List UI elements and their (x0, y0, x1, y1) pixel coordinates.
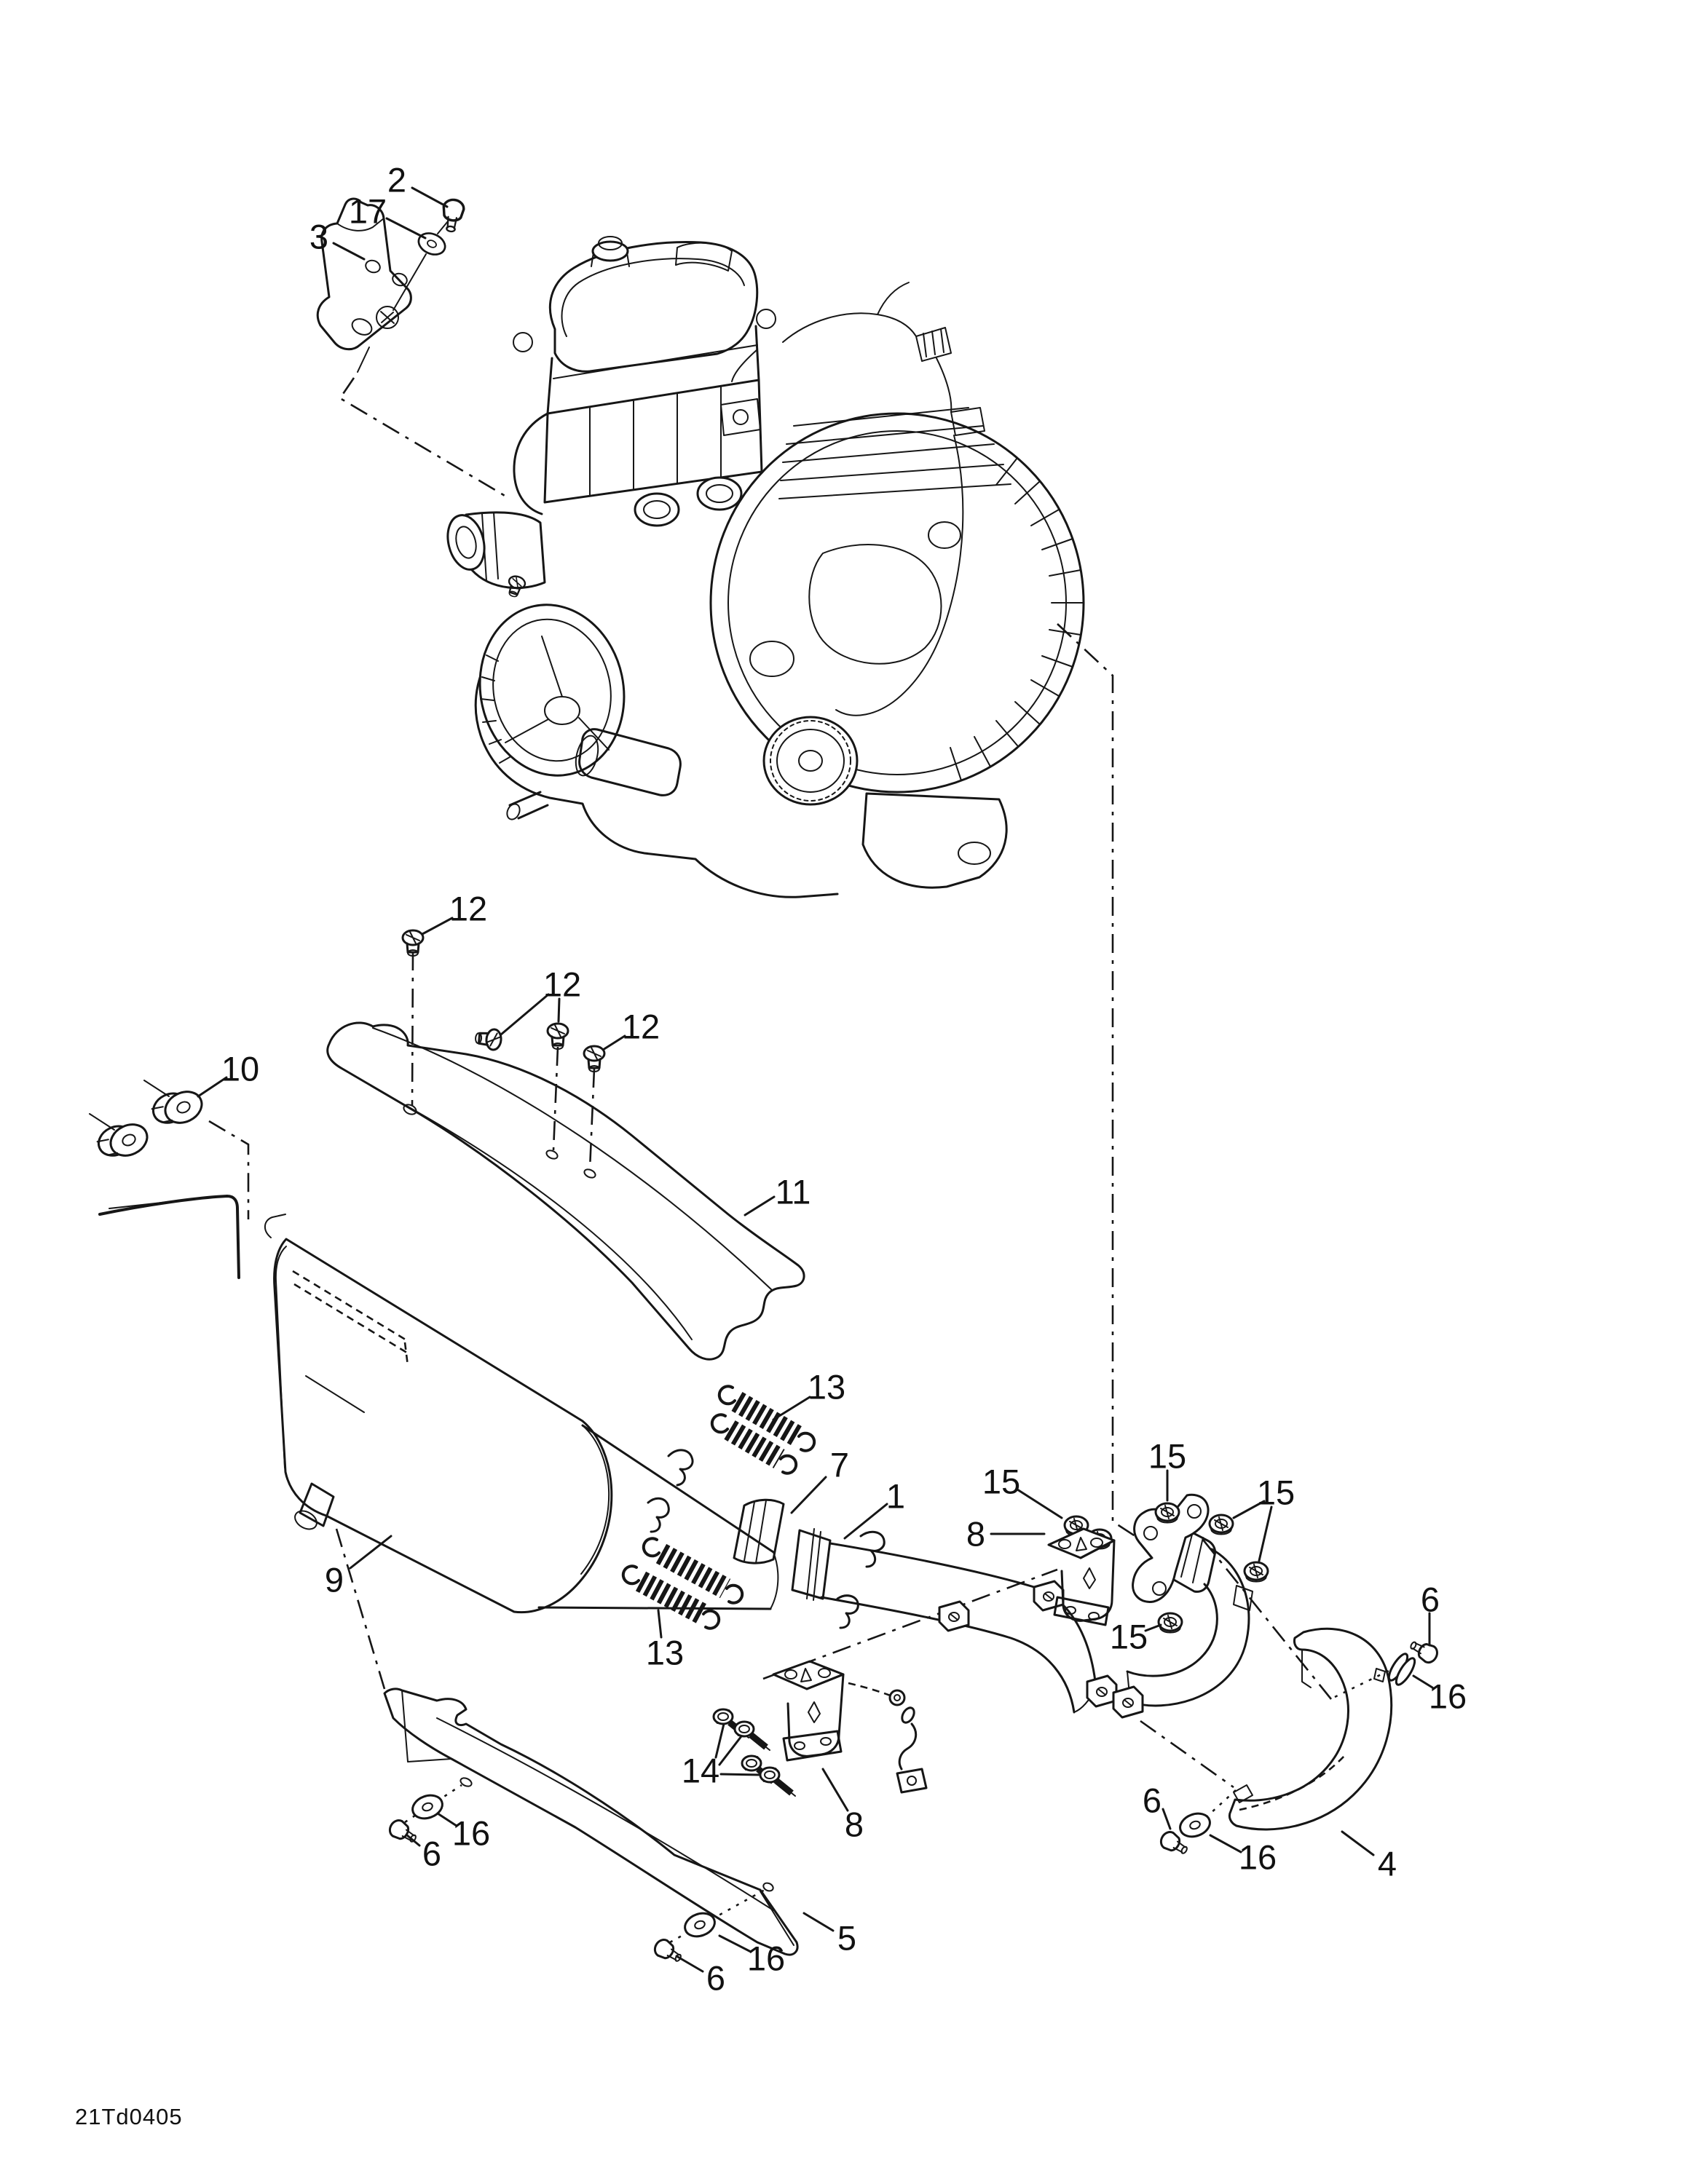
leader-11 (744, 1195, 776, 1216)
callout-6bl: 6 (1143, 1781, 1162, 1820)
callout-16r: 16 (1429, 1677, 1467, 1716)
leader-16bl (1209, 1834, 1242, 1853)
callout-11: 11 (776, 1173, 811, 1211)
part-heat-shield-curved (1228, 1627, 1393, 1831)
callout-16a: 16 (452, 1814, 490, 1853)
part-heat-shield-upper (326, 929, 805, 1361)
callout-10: 10 (221, 1050, 259, 1088)
grommet-10a (147, 1080, 208, 1135)
part-header-pipe (1086, 1493, 1253, 1719)
leader-4 (1341, 1830, 1375, 1856)
leader-15d (1144, 1623, 1162, 1632)
callout-6r: 6 (1421, 1580, 1440, 1619)
leader-15c (1258, 1506, 1273, 1562)
leader-17 (385, 217, 427, 240)
bolt-2 (439, 197, 466, 234)
leader-8l (821, 1768, 849, 1812)
leader-14 (714, 1722, 725, 1759)
callout-6a: 6 (422, 1835, 441, 1873)
callout-15a: 15 (982, 1463, 1020, 1501)
callout-15d: 15 (1110, 1618, 1148, 1656)
leader-15c (1232, 1500, 1266, 1519)
callout-14: 14 (682, 1752, 719, 1790)
screw-12b (546, 1022, 569, 1051)
callout-12b: 12 (543, 965, 581, 1004)
leader-13l (657, 1609, 663, 1639)
callout-1: 1 (886, 1477, 905, 1516)
callout-16b: 16 (747, 1939, 785, 1978)
part-springs (621, 1385, 816, 1630)
part-engine (446, 236, 1085, 898)
callout-16bl: 16 (1239, 1838, 1277, 1877)
washer-16a (408, 1790, 447, 1824)
callout-12c: 12 (622, 1008, 660, 1046)
leader-14 (718, 1735, 743, 1766)
leader-3 (332, 242, 366, 261)
leader-16r (1412, 1674, 1434, 1689)
callout-4: 4 (1378, 1845, 1397, 1883)
screw-12b-side (473, 1026, 503, 1052)
leader-6bl (1162, 1808, 1172, 1830)
screw-6b (650, 1936, 686, 1968)
callout-13u: 13 (808, 1368, 845, 1406)
part-muffler (89, 1080, 779, 1614)
leader-15a (1016, 1488, 1063, 1519)
callout-12a: 12 (449, 890, 487, 928)
part-bracket-lower (772, 1660, 928, 1794)
washer-17 (414, 228, 450, 260)
leader-14 (719, 1773, 762, 1776)
callout-7: 7 (830, 1446, 849, 1484)
leader-12a (421, 917, 454, 935)
leader-1 (843, 1503, 888, 1540)
callout-layer: 217 3 12 12 12 10 11 13 71 9 13 15 8 15 15 15 6 16 4 14 8 6 16… (197, 161, 1467, 1998)
leader-5 (802, 1912, 835, 1932)
screw-12c (583, 1045, 606, 1073)
part-exhaust-pipe (791, 1528, 1097, 1714)
callout-6b: 6 (706, 1959, 725, 1998)
part-bracket-assembly (316, 197, 466, 351)
leader-2 (411, 186, 449, 208)
leader-16a (436, 1812, 458, 1827)
part-bracket-upper (1047, 1527, 1116, 1626)
callout-9: 9 (325, 1561, 344, 1599)
washer-16bl (1175, 1808, 1215, 1842)
leader-6b (675, 1955, 704, 1973)
callout-5: 5 (837, 1919, 856, 1958)
callout-13l: 13 (646, 1634, 684, 1672)
washer-16r (1387, 1653, 1416, 1686)
callout-15c: 15 (1257, 1473, 1295, 1512)
leader-7 (790, 1476, 827, 1514)
callout-17: 17 (349, 192, 387, 231)
callout-3: 3 (309, 218, 328, 256)
leader-12b (500, 993, 550, 1036)
part-bolts-14 (714, 1709, 795, 1796)
leader-16b (718, 1934, 752, 1953)
leader-10 (197, 1076, 228, 1098)
leader-13u (772, 1396, 811, 1421)
part-gasket (733, 1498, 785, 1564)
part-heat-shield-lower (383, 1688, 799, 1956)
callout-8u: 8 (966, 1515, 985, 1554)
callout-15b: 15 (1148, 1437, 1186, 1476)
leader-9 (349, 1535, 393, 1570)
part-fasteners-6-16 (385, 1635, 1441, 1968)
leader-6a (406, 1834, 421, 1847)
leader-12c (602, 1034, 626, 1051)
callout-2: 2 (387, 161, 406, 199)
screw-12a (401, 929, 425, 957)
callout-8l: 8 (845, 1805, 864, 1844)
figure-code: 21Td0405 (75, 2104, 183, 2129)
